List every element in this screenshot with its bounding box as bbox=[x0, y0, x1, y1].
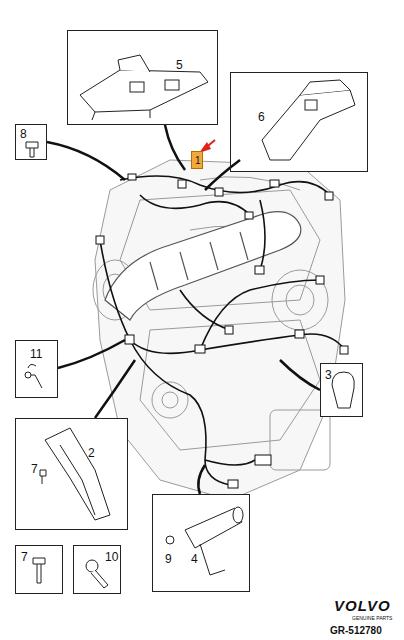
callout-number: 10 bbox=[105, 551, 118, 563]
part-inset-box: 3 bbox=[320, 363, 363, 417]
callout-number: 7 bbox=[21, 551, 28, 563]
callout-number: 4 bbox=[191, 553, 198, 565]
part-inset-box: 94 bbox=[152, 494, 250, 592]
brand-subtitle: GENUINE PARTS bbox=[352, 616, 392, 621]
callout-number: 6 bbox=[258, 111, 265, 123]
part-inset-box: 27 bbox=[15, 418, 128, 530]
brand-logo: VOLVO bbox=[334, 598, 391, 613]
callout-number: 3 bbox=[325, 369, 332, 381]
drawing-number: GR-512780 bbox=[330, 626, 382, 636]
part-inset-box: 5 bbox=[67, 30, 218, 125]
callout-number: 9 bbox=[165, 553, 172, 565]
callout-number: 5 bbox=[176, 59, 183, 71]
part-inset-box: 11 bbox=[15, 340, 58, 398]
callout-number: 7 bbox=[31, 463, 38, 475]
part-inset-box: 7 bbox=[15, 545, 63, 594]
callout-number: 2 bbox=[88, 447, 95, 459]
callout-number: 11 bbox=[30, 348, 42, 360]
callout-number: 8 bbox=[20, 128, 27, 140]
callout-number: 1 bbox=[195, 156, 201, 166]
part-inset-box: 6 bbox=[230, 72, 368, 172]
part-inset-box: 10 bbox=[73, 545, 121, 594]
part-inset-box: 8 bbox=[15, 124, 47, 160]
highlight-tag: 1 bbox=[191, 151, 203, 169]
